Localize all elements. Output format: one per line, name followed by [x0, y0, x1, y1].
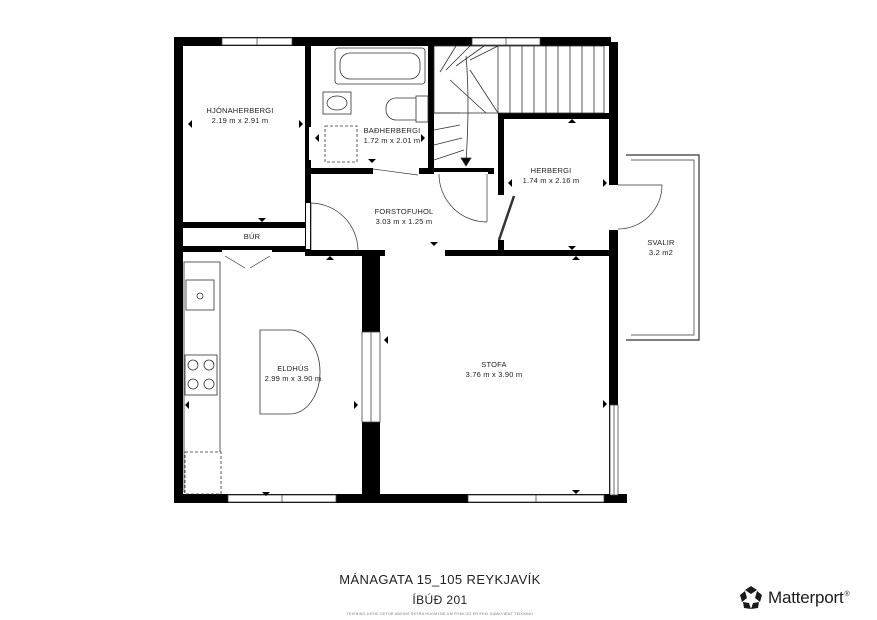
room-name: HJÓNAHERBERGI	[206, 106, 274, 115]
balcony-door	[608, 184, 663, 230]
room-name: STOFA	[481, 360, 507, 369]
fixtures	[183, 47, 429, 495]
balcony	[626, 154, 700, 341]
room-herbergi: HERBERGI 1.74 m x 2.16 m	[505, 166, 597, 186]
staircase	[433, 42, 618, 167]
room-dimensions: 1.74 m x 2.16 m	[522, 176, 580, 185]
room-dimensions: 3.2 m2	[648, 248, 674, 257]
matterport-logo-icon	[740, 586, 762, 609]
room-stofa: STOFA 3.76 m x 3.90 m	[448, 360, 540, 380]
brand-name: Matterport®	[768, 588, 850, 607]
room-name: FORSTOFUHOL	[374, 207, 434, 216]
walls	[174, 37, 627, 503]
room-name: BAÐHERBERGI	[363, 126, 421, 135]
room-dimensions: 2.99 m x 3.90 m	[264, 374, 322, 383]
floor-plan	[174, 37, 700, 503]
disclaimer-text: TEIKNING ÞESSI GEFUR AÐEINS SKÝRA HUGMYN…	[346, 612, 534, 616]
room-bur: BÚR	[228, 232, 276, 242]
room-eldhus: ELDHÚS 2.99 m x 3.90 m	[247, 364, 339, 384]
brand: Matterport®	[738, 585, 850, 611]
room-badherbergi: BAÐHERBERGI 1.72 m x 2.01 m	[350, 126, 434, 146]
room-name: BÚR	[243, 232, 261, 241]
room-name: SVALIR	[647, 238, 675, 247]
room-name: ELDHÚS	[277, 364, 309, 373]
room-name: HERBERGI	[530, 166, 572, 175]
brand-trademark: ®	[844, 591, 850, 599]
room-dimensions: 2.19 m x 2.91 m	[211, 116, 269, 125]
room-dimensions: 3.76 m x 3.90 m	[465, 370, 523, 379]
room-hjonaherbergi: HJÓNAHERBERGI 2.19 m x 2.91 m	[190, 106, 290, 126]
plan-subtitle: ÍBÚÐ 201	[412, 593, 468, 607]
room-forstofuhol: FORSTOFUHOL 3.03 m x 1.25 m	[358, 207, 450, 227]
doors	[222, 127, 516, 269]
room-dimensions: 3.03 m x 1.25 m	[375, 217, 433, 226]
dimension-markers	[185, 119, 607, 496]
window-mullions	[256, 38, 615, 502]
room-dimensions: 1.72 m x 2.01 m	[363, 136, 421, 145]
room-svalir: SVALIR 3.2 m2	[630, 238, 692, 258]
plan-title: MÁNAGATA 15_105 REYKJAVÍK	[339, 572, 541, 587]
